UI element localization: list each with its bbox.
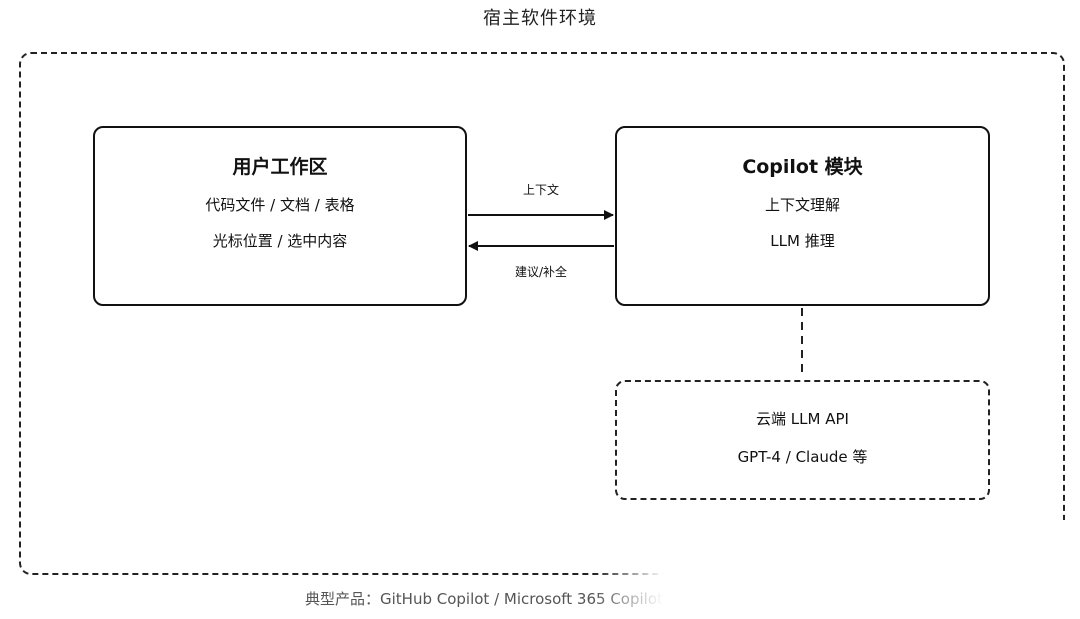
host-environment-frame [19, 52, 1065, 575]
user-workspace-line: 代码文件 / 文档 / 表格 [205, 196, 355, 214]
user-workspace-title: 用户工作区 [232, 156, 328, 178]
copilot-module-line: LLM 推理 [770, 232, 835, 250]
copilot-module-line: 上下文理解 [764, 196, 840, 214]
copilot-module-title: Copilot 模块 [742, 156, 863, 178]
cloud-llm-line: GPT-4 / Claude 等 [737, 448, 868, 466]
user-workspace-line: 光标位置 / 选中内容 [212, 232, 348, 250]
host-environment-label: 宿主软件环境 [483, 8, 597, 29]
fade-overlay [594, 558, 1080, 619]
cloud-llm-box: 云端 LLM API GPT-4 / Claude 等 [615, 380, 990, 500]
cloud-llm-line: 云端 LLM API [756, 410, 849, 428]
user-workspace-box: 用户工作区 代码文件 / 文档 / 表格 光标位置 / 选中内容 [93, 126, 467, 306]
suggestion-edge-label: 建议/补全 [514, 265, 568, 279]
footer-note: 典型产品：GitHub Copilot / Microsoft 365 Copi… [305, 590, 663, 608]
context-edge-label: 上下文 [522, 183, 559, 197]
copilot-module-box: Copilot 模块 上下文理解 LLM 推理 [615, 126, 990, 306]
